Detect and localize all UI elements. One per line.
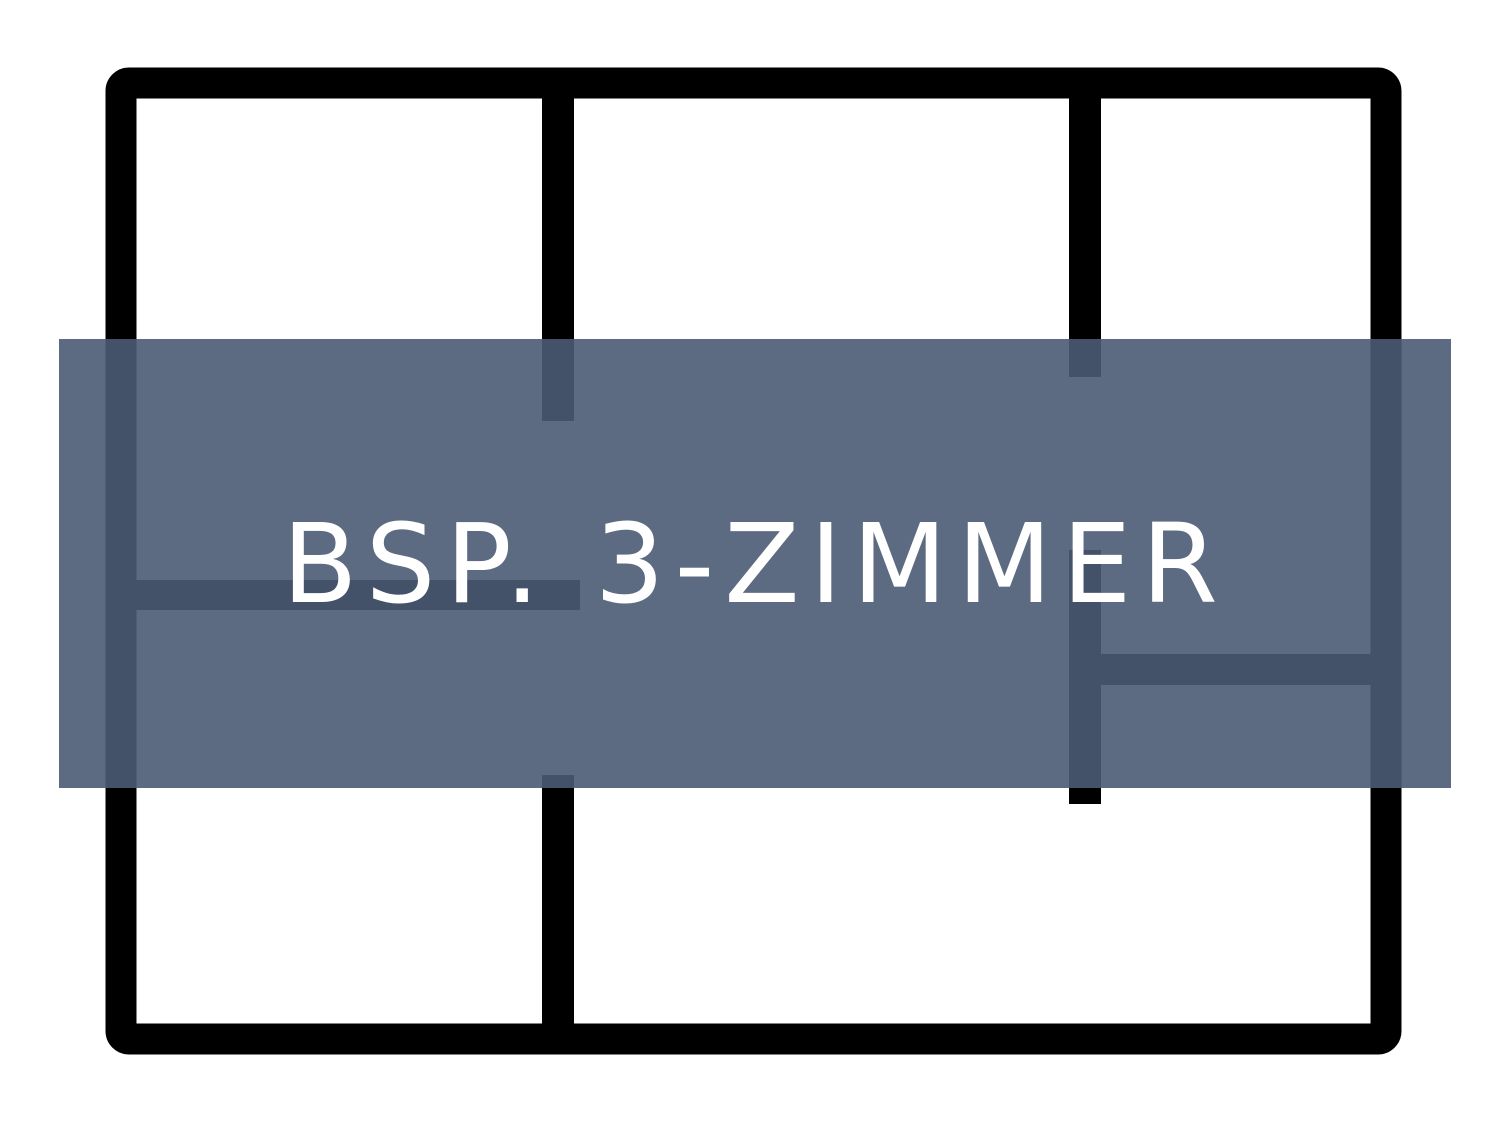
inner-wall-left-lower — [542, 775, 574, 1039]
inner-wall-right-upper — [1069, 83, 1101, 377]
title-banner: BSP. 3-ZIMMER — [59, 339, 1451, 788]
banner-title: BSP. 3-ZIMMER — [282, 499, 1228, 628]
